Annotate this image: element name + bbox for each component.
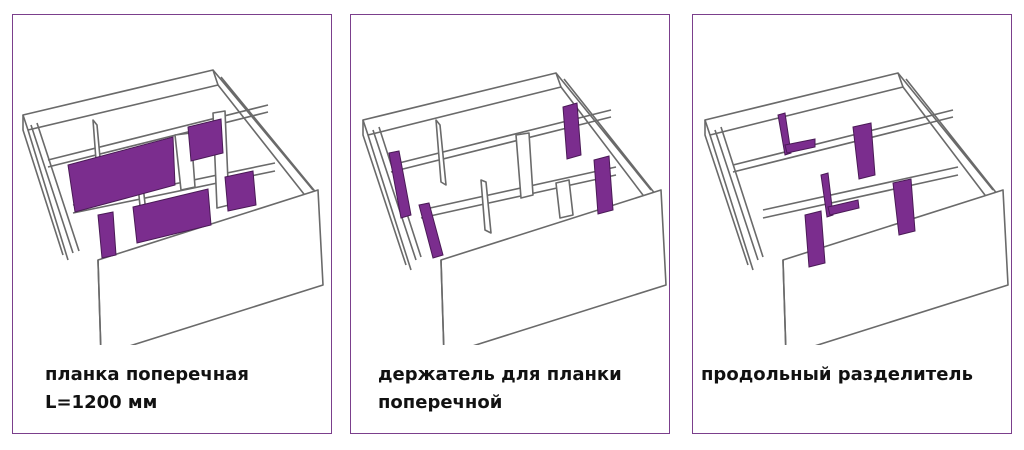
caption-line-1: планка поперечная <box>45 364 249 385</box>
longitudinal-divider-highlight <box>777 112 916 268</box>
drawer-illustration-divider <box>704 72 1009 345</box>
caption: продольный разделитель <box>701 361 1006 389</box>
caption-line-1: продольный разделитель <box>701 364 973 385</box>
panel-cross-bar: планка поперечная L=1200 мм <box>12 14 332 434</box>
caption: планка поперечная L=1200 мм <box>45 361 330 417</box>
caption-line-2: поперечной <box>378 392 503 413</box>
caption-line-2: L=1200 мм <box>45 392 158 413</box>
caption-line-1: держатель для планки <box>378 364 622 385</box>
cross-bar-highlight <box>67 118 257 259</box>
panel-longitudinal-divider: продольный разделитель <box>692 14 1012 434</box>
panel-cross-bar-holder: держатель для планки поперечной <box>350 14 670 434</box>
drawer-illustration-holder <box>362 72 667 345</box>
caption: держатель для планки поперечной <box>378 361 663 417</box>
cross-bar-holder-highlight <box>388 102 614 259</box>
drawer-illustration-cross-bar <box>22 69 324 345</box>
